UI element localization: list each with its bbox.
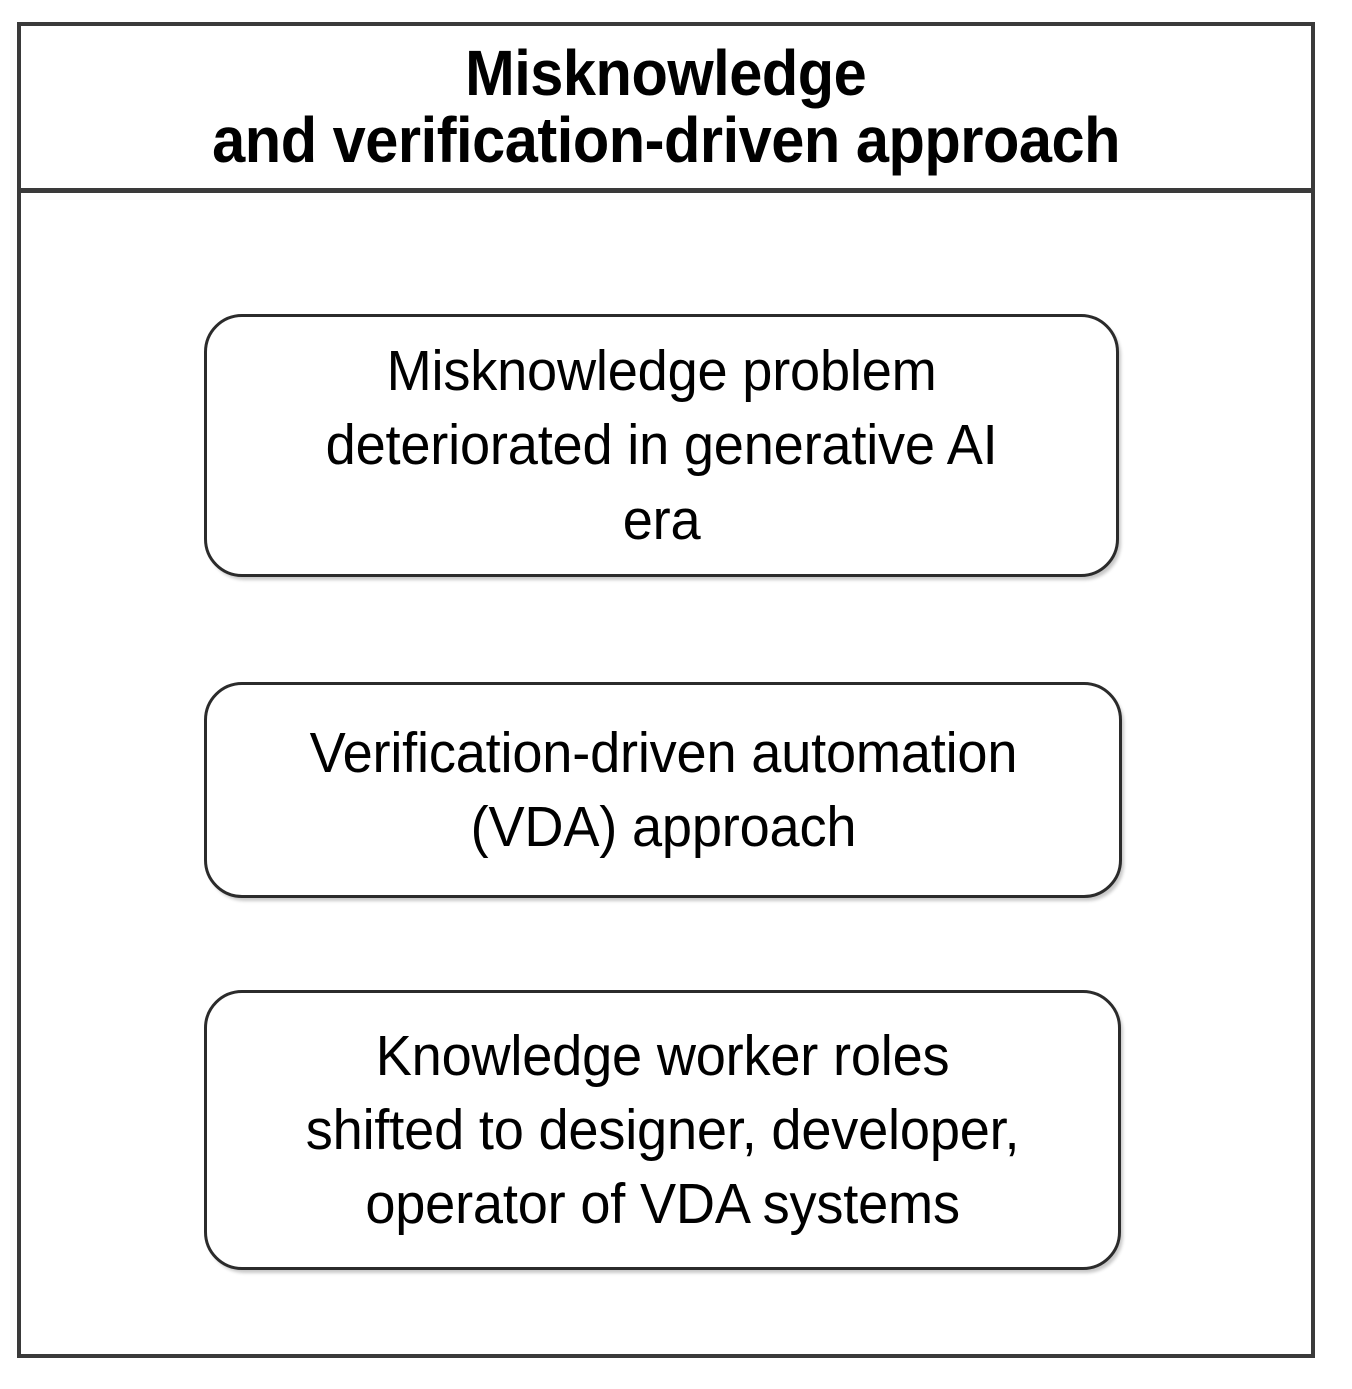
diagram-title-line-2: and verification-driven approach — [212, 104, 1120, 176]
diagram-header: Misknowledge and verification-driven app… — [21, 26, 1311, 193]
concept-box-misknowledge-problem: Misknowledge problem deteriorated in gen… — [204, 314, 1119, 577]
concept-box-knowledge-worker-roles: Knowledge worker roles shifted to design… — [204, 990, 1121, 1270]
diagram-title-line-1: Misknowledge — [465, 36, 867, 109]
concept-box-label: Verification-driven automation (VDA) app… — [309, 720, 1017, 859]
diagram-body: Misknowledge problem deteriorated in gen… — [21, 193, 1311, 1357]
concept-box-vda-approach: Verification-driven automation (VDA) app… — [204, 682, 1122, 898]
diagram-frame: Misknowledge and verification-driven app… — [17, 22, 1315, 1358]
concept-box-label: Misknowledge problem deteriorated in gen… — [325, 339, 998, 552]
concept-box-label: Knowledge worker roles shifted to design… — [305, 1023, 1020, 1237]
